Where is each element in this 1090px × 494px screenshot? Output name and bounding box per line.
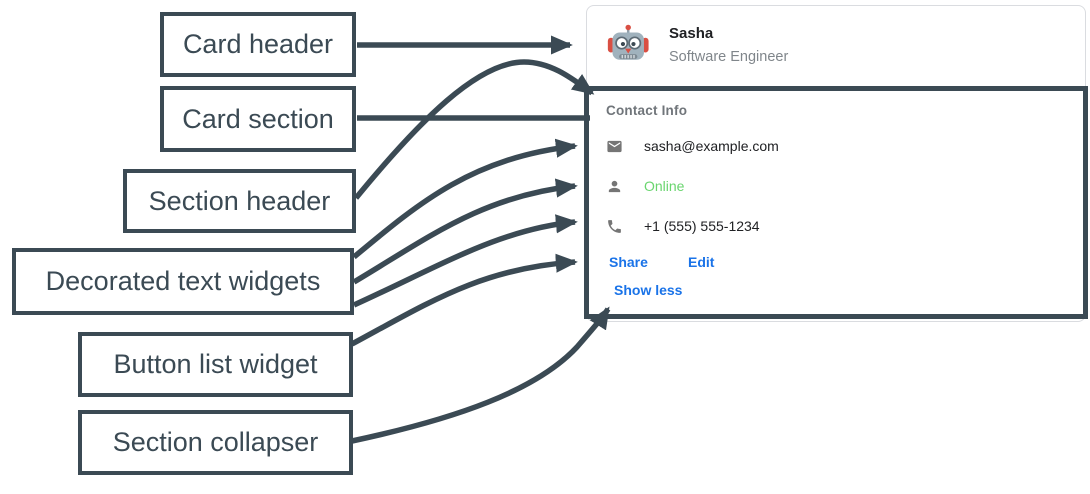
label-card-section-text: Card section — [182, 103, 334, 134]
email-icon — [606, 138, 623, 155]
arrow-section-collapser — [351, 306, 611, 444]
phone-icon — [606, 218, 623, 235]
decorated-text-phone: +1 (555) 555-1234 — [606, 214, 760, 238]
decorated-text-status: Online — [606, 174, 684, 198]
arrow-section-header — [353, 59, 595, 200]
label-button-list-widget: Button list widget — [78, 332, 353, 397]
edit-button[interactable]: Edit — [688, 254, 715, 270]
status-text: Online — [644, 178, 685, 194]
label-card-header-text: Card header — [182, 29, 334, 59]
card-header: Sasha Software Engineer — [587, 6, 1085, 88]
person-icon — [606, 178, 623, 195]
label-card-header: Card header — [160, 12, 356, 77]
decorated-text-email: sasha@example.com — [606, 134, 779, 158]
card-subtitle: Software Engineer — [669, 49, 789, 65]
email-text: sasha@example.com — [644, 138, 779, 154]
contact-card: Sasha Software Engineer Contact Info sas… — [586, 5, 1086, 322]
label-decorated-text-widgets-text: Decorated text widgets — [45, 266, 321, 296]
phone-text: +1 (555) 555-1234 — [644, 218, 760, 234]
show-less-button[interactable]: Show less — [614, 282, 683, 298]
label-decorated-text-widgets: Decorated text widgets — [12, 248, 354, 315]
arrow-decorated-text-2 — [352, 178, 578, 285]
robot-avatar-icon — [607, 24, 649, 60]
card-title: Sasha — [669, 25, 714, 42]
label-section-header-text: Section header — [148, 185, 331, 216]
label-section-collapser: Section collapser — [78, 410, 353, 475]
label-section-collapser-text: Section collapser — [112, 427, 319, 457]
section-header-title: Contact Info — [606, 103, 688, 118]
arrow-decorated-text-3 — [352, 214, 578, 308]
arrow-decorated-text-1 — [352, 138, 578, 260]
label-button-list-widget-text: Button list widget — [113, 349, 318, 379]
share-button[interactable]: Share — [609, 254, 648, 270]
label-section-header: Section header — [123, 169, 356, 233]
arrow-button-list — [350, 253, 578, 347]
label-card-section: Card section — [160, 86, 356, 152]
